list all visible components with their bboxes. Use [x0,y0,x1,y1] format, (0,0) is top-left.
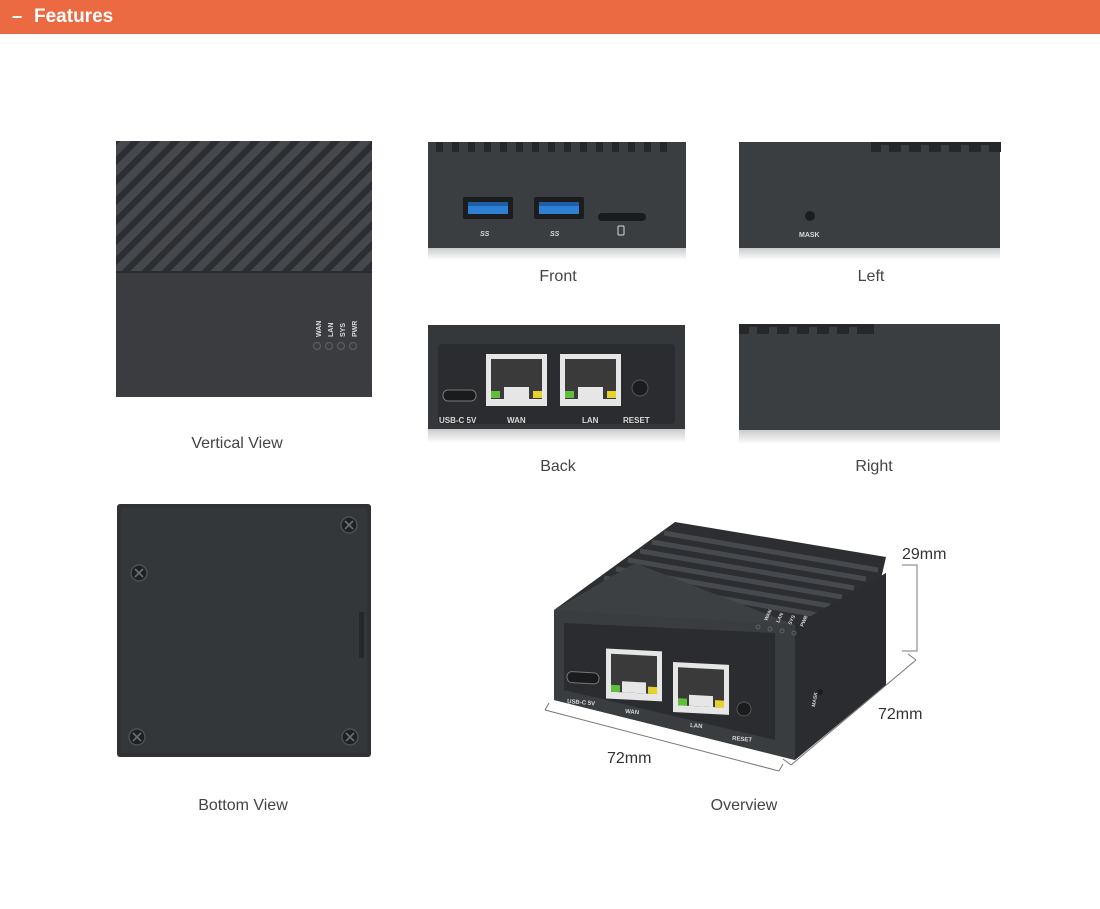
overview-leds [755,624,797,636]
overview-led-sys: SYS [787,614,797,626]
sd-card-icon [617,225,625,236]
overview-led-lan: LAN [775,612,785,624]
caption-overview: Overview [710,797,778,814]
mask-label: MASK [799,232,820,239]
overview-led-pwr: PWR [799,614,810,627]
back-label-lan: LAN [582,416,599,425]
bottom-view-image [117,504,371,757]
wan-ethernet-port [486,354,547,406]
back-label-usb: USB-C 5V [439,416,477,425]
back-label-reset: RESET [623,416,650,425]
usb-logo-1: SS [480,231,490,238]
usb-logo-2: SS [550,231,560,238]
vertical-view-image: WAN LAN SYS PWR [116,141,372,397]
mask-button [805,211,815,221]
section-title: Features [34,6,114,27]
overview-led-wan: WAN [763,608,774,621]
overview-label-lan: LAN [690,723,703,730]
dimension-depth: 72mm [878,706,923,723]
back-label-wan: WAN [507,416,526,425]
usb3-port-2 [534,197,584,219]
overview-label-reset: RESET [732,736,753,744]
section-header[interactable]: − Features [0,0,1100,34]
led-labels: WAN LAN SYS PWR [316,321,359,337]
lan-ethernet-port [560,354,621,406]
led-label-wan: WAN [316,321,323,337]
caption-vertical-view: Vertical View [191,435,283,452]
left-view-image: MASK [739,142,1001,260]
led-label-pwr: PWR [352,321,359,337]
overview-image: WAN LAN SYS PWR USB-C 5V WAN LAN RESET M… [544,522,918,772]
caption-back: Back [540,458,576,475]
caption-front: Front [539,268,577,285]
collapse-icon[interactable]: − [11,7,23,27]
reset-button [631,379,649,397]
heatsink-fins [116,141,372,271]
dimension-width: 72mm [607,750,652,767]
screw-icons [128,516,359,746]
usb3-port-1 [463,197,513,219]
dimension-height: 29mm [902,546,947,563]
overview-label-usb: USB-C 5V [567,699,595,707]
dimension-lines [544,564,918,772]
back-view-image: USB-C 5V WAN LAN RESET [428,325,685,443]
microsd-slot [598,213,646,221]
caption-left: Left [857,268,885,285]
overview-label-mask: MASK [811,691,820,707]
status-leds [312,341,358,351]
led-label-sys: SYS [340,323,347,337]
caption-right: Right [855,458,893,475]
caption-bottom-view: Bottom View [198,797,288,814]
usb-c-port [442,389,477,402]
overview-label-wan: WAN [625,709,639,716]
right-view-image [739,324,1000,444]
front-view-image: SS SS [428,142,686,260]
led-label-lan: LAN [328,323,335,337]
